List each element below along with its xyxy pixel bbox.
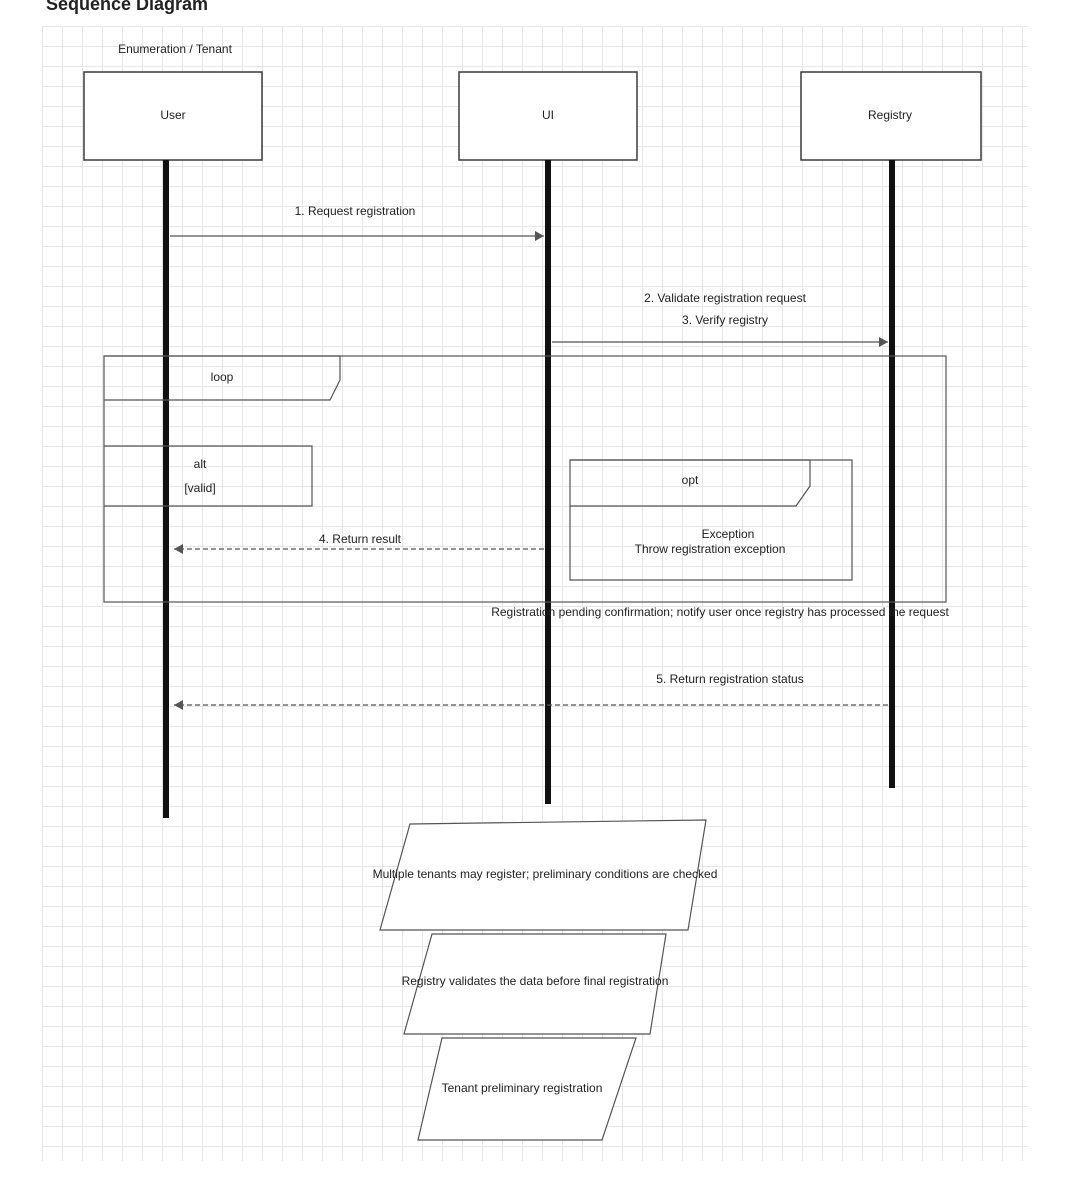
participant-user[interactable]: Enumeration / Tenant User — [83, 42, 263, 161]
participant-system[interactable]: UI — [458, 71, 638, 161]
message-2-label: 2. Validate registration request — [644, 291, 807, 305]
loop-frame-tab — [104, 355, 341, 401]
note-3-text: Tenant preliminary registration — [442, 1081, 603, 1095]
participant-user-header: Enumeration / Tenant — [118, 42, 233, 56]
canvas-grid — [42, 26, 1027, 1161]
note-2-text: Registry validates the data before final… — [402, 974, 669, 988]
note-1-text: Multiple tenants may register; prelimina… — [373, 867, 718, 881]
message-4-label: 4. Return result — [319, 532, 402, 546]
diagram-title: Sequence Diagram — [46, 0, 208, 14]
participant-system-box[interactable] — [458, 71, 638, 161]
note-parallelogram-3[interactable] — [417, 1037, 637, 1141]
note-parallelogram-1[interactable] — [379, 819, 707, 931]
message-1-arrowhead — [535, 231, 544, 241]
participant-user-label: User — [160, 108, 185, 122]
message-2-arrowhead — [879, 337, 888, 347]
participant-registry-box[interactable] — [800, 71, 982, 161]
system-note-line: Registration pending confirmation; notif… — [491, 605, 949, 619]
message-1-label: 1. Request registration — [295, 204, 416, 218]
message-5-label: 5. Return registration status — [656, 672, 803, 686]
message-3-label: 3. Verify registry — [682, 313, 768, 327]
participant-registry-label: Registry — [868, 108, 912, 122]
participant-system-label: UI — [542, 108, 554, 122]
loop-frame-label: loop — [211, 370, 234, 384]
loop-frame[interactable] — [103, 355, 947, 603]
alt-frame-label: alt — [194, 457, 207, 471]
participant-registry[interactable]: Registry — [800, 71, 982, 161]
message-4-arrowhead — [174, 544, 183, 554]
alt-frame-guard: [valid] — [184, 481, 215, 495]
alt-frame[interactable] — [104, 445, 313, 507]
note-parallelogram-2[interactable] — [403, 933, 667, 1035]
exception-message: Throw registration exception — [635, 542, 786, 556]
opt-frame-tab — [570, 459, 811, 507]
exception-label: Exception — [702, 527, 755, 541]
message-5-arrowhead — [174, 700, 183, 710]
opt-frame-label: opt — [682, 473, 699, 487]
participant-user-box[interactable] — [83, 71, 263, 161]
